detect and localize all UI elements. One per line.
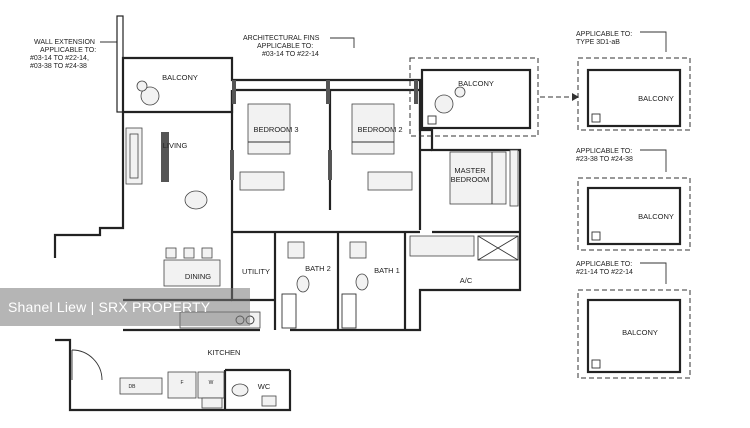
bed-icon (449, 151, 507, 205)
basin-icon (287, 241, 305, 259)
toilet-icon (355, 273, 369, 291)
basin-icon (349, 241, 367, 259)
balcony-left-label: BALCONY (162, 73, 198, 82)
architectural-fins-note: ARCHITECTURAL FINS APPLICABLE TO: #03-14… (243, 35, 355, 58)
tv-console-icon (161, 132, 169, 182)
bath-2-label: BATH 2 (305, 264, 331, 273)
bay-window (409, 235, 475, 257)
wc-label: WC (258, 382, 271, 391)
armchair-icon (184, 190, 208, 210)
variant-b-balcony-label: BALCONY (638, 212, 674, 221)
watermark-banner: Shanel Liew | SRX PROPERTY (0, 288, 250, 326)
master-bedroom-label-2: BEDROOM (451, 175, 490, 184)
dining-furniture (163, 247, 221, 287)
fridge-label: F (180, 380, 183, 386)
shower-icon (281, 293, 297, 329)
wall-extension-note: WALL EXTENSION APPLICABLE TO: #03-14 TO … (30, 39, 118, 70)
table-icon (136, 80, 148, 92)
dining-table-icon (163, 259, 221, 287)
door-swing-icon (71, 349, 103, 381)
wall-extension-line-4: #03-38 TO #24-38 (30, 63, 87, 70)
bed-icon (247, 103, 291, 155)
variant-c: APPLICABLE TO: #21-14 TO #22-14 BALCONY (576, 261, 691, 379)
chair-icon (434, 94, 454, 114)
living-label: LIVING (163, 141, 188, 150)
variant-c-line-2: #21-14 TO #22-14 (576, 269, 633, 276)
fins-line-1: ARCHITECTURAL FINS (243, 35, 320, 42)
kitchen-label: KITCHEN (208, 348, 241, 357)
washer-label: W (209, 380, 214, 386)
variant-c-line-1: APPLICABLE TO: (576, 261, 632, 268)
variant-b-line-1: APPLICABLE TO: (576, 148, 632, 155)
bed-icon (351, 103, 395, 155)
utility-label: UTILITY (242, 267, 270, 276)
wall-extension-line-3: #03-14 TO #22-14, (30, 55, 89, 62)
master-bedroom-label-1: MASTER (454, 166, 486, 175)
bedroom-2-label: BEDROOM 2 (357, 125, 402, 134)
wc-toilet-icon (231, 383, 249, 397)
balcony-right-label: BALCONY (458, 79, 494, 88)
dining-label: DINING (185, 272, 211, 281)
balcony-left-furniture (136, 80, 160, 106)
bedroom-2-furniture (328, 103, 413, 191)
variant-b: APPLICABLE TO: #23-38 TO #24-38 BALCONY (576, 148, 691, 251)
variant-a-balcony-label: BALCONY (638, 94, 674, 103)
variant-a: APPLICABLE TO: TYPE 3D1-aB BALCONY (576, 31, 691, 131)
kitchen-fixtures (71, 311, 277, 409)
master-bedroom-furniture (449, 149, 519, 207)
bedroom-3-label: BEDROOM 3 (253, 125, 298, 134)
wardrobe-icon (509, 149, 519, 207)
variant-a-line-1: APPLICABLE TO: (576, 31, 632, 38)
variant-a-line-2: TYPE 3D1-aB (576, 39, 620, 46)
bedroom-3-furniture (230, 103, 291, 191)
variant-b-line-2: #23-38 TO #24-38 (576, 156, 633, 163)
chair-icon (140, 86, 160, 106)
db-label: DB (129, 384, 137, 390)
wardrobe-icon (367, 171, 413, 191)
basin-icon (261, 395, 277, 407)
room-labels: BALCONY BALCONY LIVING BEDROOM 3 BEDROOM… (129, 73, 494, 391)
fins-line-2: APPLICABLE TO: (257, 43, 313, 50)
toilet-icon (296, 275, 310, 293)
living-furniture (125, 127, 208, 210)
fridge-icon (167, 371, 197, 399)
watermark-text: Shanel Liew | SRX PROPERTY (8, 299, 211, 315)
table-icon (454, 86, 466, 98)
architectural-fins (232, 80, 418, 104)
unit-walls (53, 15, 522, 412)
fins-line-3: #03-14 TO #22-14 (262, 51, 319, 58)
wardrobe-icon (239, 171, 285, 191)
bath-2-fixtures (281, 241, 310, 329)
arrow-icon (572, 93, 579, 101)
wall-extension-line-1: WALL EXTENSION (34, 39, 95, 46)
balcony-right (409, 57, 579, 137)
ac-label: A/C (460, 276, 473, 285)
bath-1-label: BATH 1 (374, 266, 400, 275)
wall-extension-line-2: APPLICABLE TO: (40, 47, 96, 54)
bath-1-fixtures (341, 241, 369, 329)
db-box-icon (119, 377, 163, 395)
variant-c-balcony-label: BALCONY (622, 328, 658, 337)
shower-icon (341, 293, 357, 329)
